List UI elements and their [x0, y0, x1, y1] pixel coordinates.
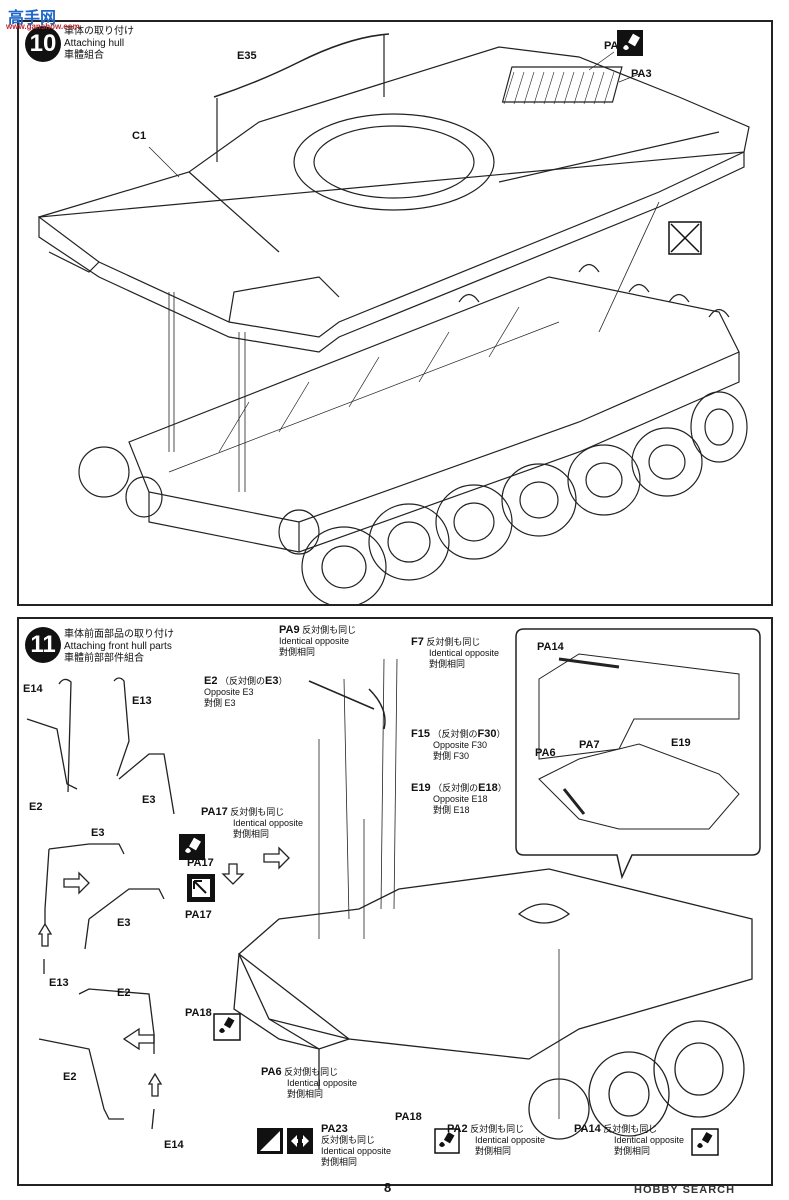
note-pa9: PA9 反対側も同じ Identical opposite 對側相同 — [279, 624, 357, 658]
road-wheels — [78, 391, 748, 604]
front-hull-illustration — [26, 628, 761, 1156]
cement-icon — [213, 1013, 241, 1041]
step-10-title-en: Attaching hull — [64, 38, 125, 49]
step-10-title: 車体の取り付け Attaching hull 車體組合 — [64, 26, 134, 62]
note-pa23: PA23 反対側も同じ Identical opposite 對側相同 — [321, 1123, 392, 1168]
detail-inset-bubble — [515, 628, 761, 880]
watermark-site-name: 高手网 — [8, 10, 57, 27]
inset-label-pa14: PA14 — [537, 641, 564, 653]
inset-label-e19: E19 — [671, 737, 691, 749]
label-e2-a: E2 — [29, 801, 43, 813]
label-e14-a: E14 — [23, 683, 43, 695]
note-e19: E19 （反対側のE18） Opposite E18 對側 E18 — [411, 782, 507, 816]
watermark-hobby-search: HOBBY SEARCH — [634, 1184, 736, 1196]
step-10-title-zh: 車體組合 — [64, 50, 104, 61]
page-number: 8 — [384, 1180, 392, 1195]
step-number-10: 10 — [25, 26, 61, 62]
label-pa17-c: PA17 — [185, 909, 212, 921]
label-e35: E35 — [237, 50, 257, 62]
front-hull-outline — [238, 868, 753, 1060]
label-e14-b: E14 — [164, 1139, 184, 1151]
step-11-panel: 11 車体前面部品の取り付け Attaching front hull part… — [17, 617, 773, 1186]
label-pa17-b: PA17 — [187, 857, 214, 869]
step-number-11: 11 — [25, 627, 61, 663]
turret-ring — [293, 113, 495, 211]
label-e2-c: E2 — [63, 1071, 77, 1083]
label-e3-b: E3 — [91, 827, 105, 839]
step-10-title-ja: 車体の取り付け — [64, 26, 134, 37]
label-e3-c: E3 — [117, 917, 131, 929]
label-pa18-a: PA18 — [185, 1007, 212, 1019]
e35-cable — [213, 33, 390, 98]
label-e2-b: E2 — [117, 987, 131, 999]
inset-label-pa7: PA7 — [579, 739, 600, 751]
note-e2: E2 （反対側のE3） Opposite E3 對側 E3 — [204, 675, 288, 709]
inset-label-pa6: PA6 — [535, 747, 556, 759]
direction-arrows-icon — [287, 1128, 313, 1154]
lower-hull-outline — [128, 276, 740, 523]
front-road-wheels — [528, 1020, 745, 1140]
label-e3-a: E3 — [142, 794, 156, 806]
step-11-title-ja: 車体前面部品の取り付け — [64, 629, 174, 640]
step-11-title-en: Attaching front hull parts — [64, 641, 172, 652]
cement-icon — [691, 1128, 719, 1156]
note-pa17: PA17 反対側も同じ Identical opposite 對側相同 — [201, 806, 304, 840]
e14-part — [58, 678, 72, 793]
label-e13-a: E13 — [132, 695, 152, 707]
upper-hull-outline — [37, 46, 750, 338]
watermark-site-url: www.ganshow.com — [6, 22, 80, 31]
label-pa18-b: PA18 — [395, 1111, 422, 1123]
note-pa6: PA6 反対側も同じ Identical opposite 對側相同 — [261, 1066, 358, 1100]
arrow-icon — [63, 871, 90, 895]
step-11-title-zh: 車體前部部件組合 — [64, 653, 144, 664]
label-c1: C1 — [132, 130, 147, 142]
label-e13-b: E13 — [49, 977, 69, 989]
step-11-title: 車体前面部品の取り付け Attaching front hull parts 車… — [64, 629, 174, 665]
note-pa2: PA2 反対側も同じ Identical opposite 對側相同 — [447, 1123, 546, 1157]
note-f15: F15 （反対側のF30） Opposite F30 對側 F30 — [411, 728, 506, 762]
hull-assembly-illustration — [37, 33, 750, 604]
note-pa14: PA14 反対側も同じ Identical opposite 對側相同 — [574, 1123, 685, 1157]
step-10-panel: 10 車体の取り付け Attaching hull 車體組合 — [17, 20, 773, 606]
note-f7: F7 反対側も同じ Identical opposite 對側相同 — [411, 636, 500, 670]
label-pa3-b: PA3 — [631, 68, 652, 80]
cement-icon — [617, 30, 643, 56]
